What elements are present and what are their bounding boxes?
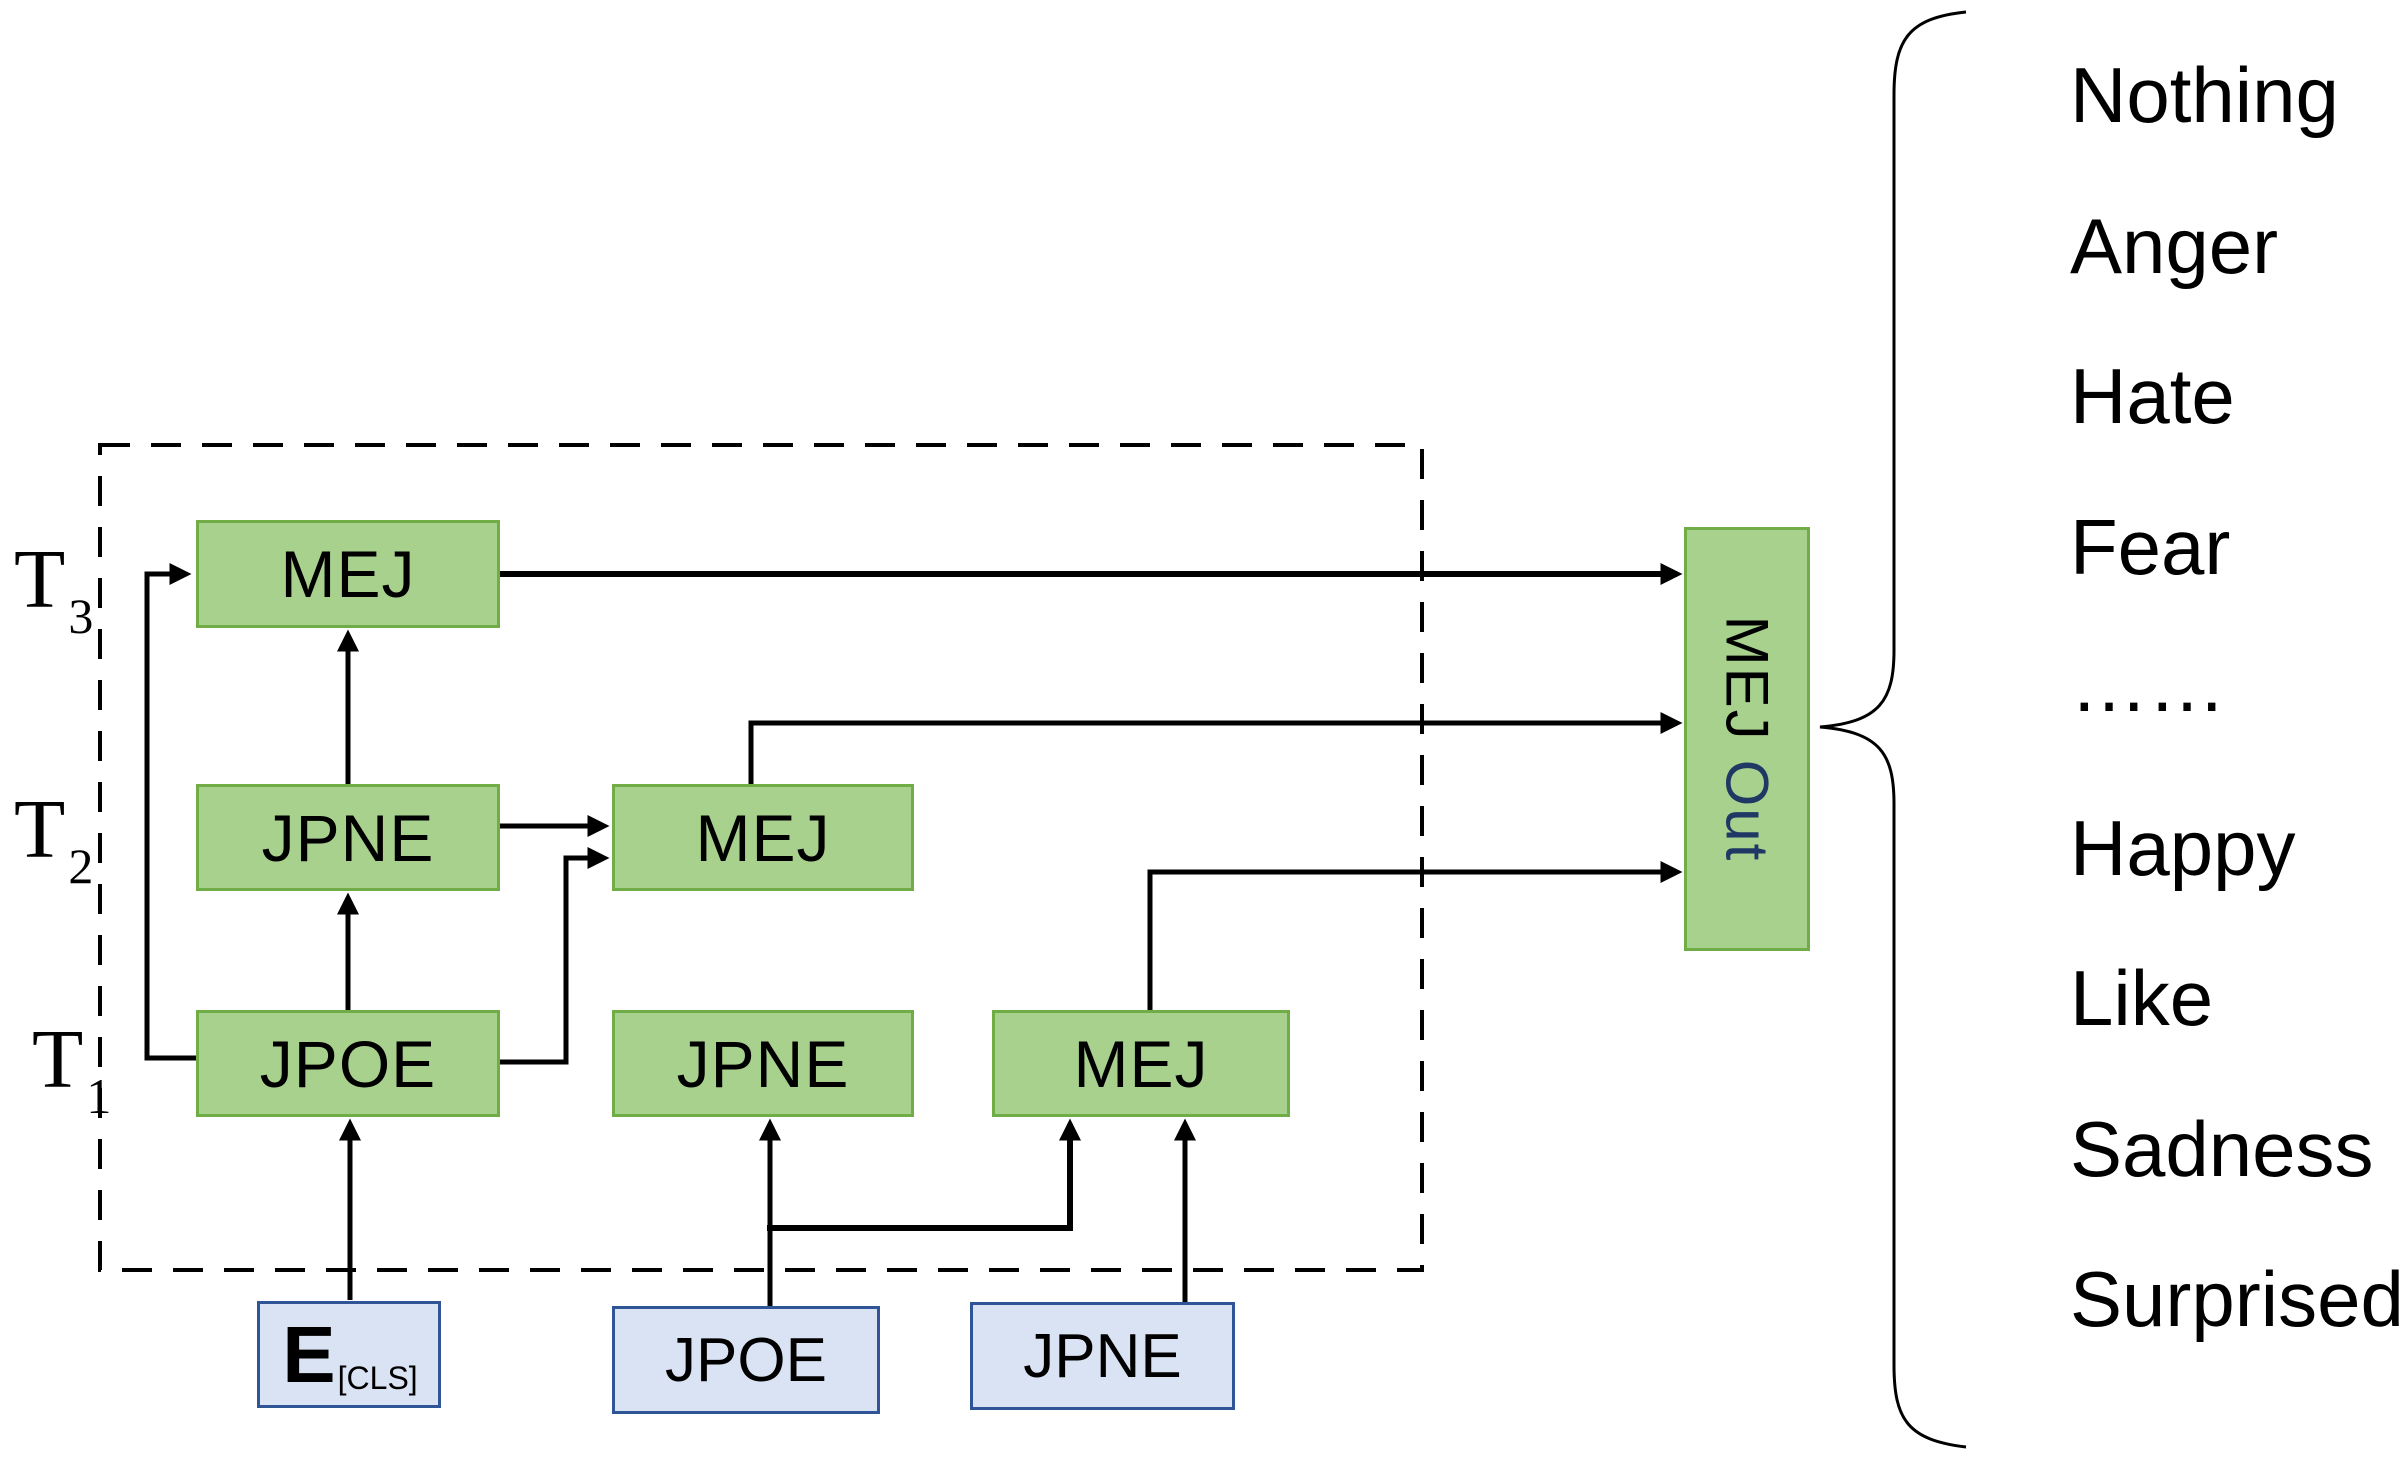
emotion-item: Like — [2070, 954, 2214, 1042]
timestep-label-t3: T3 — [14, 538, 93, 642]
timestep-sub: 1 — [86, 1068, 112, 1124]
mej-out-label: MEJ Out — [1713, 616, 1782, 863]
timestep-base: T — [14, 783, 66, 876]
emotion-item-ellipsis: …… — [2070, 640, 2226, 728]
timestep-base: T — [32, 1013, 84, 1106]
jpne-node-t2: JPNE — [196, 784, 500, 891]
input-ecls-box: E[CLS] — [257, 1301, 441, 1408]
emotion-item: Happy — [2070, 804, 2296, 892]
mej-out-box: MEJ Out — [1684, 527, 1810, 951]
connector-jpoe-t1-to-mej-t3 — [144, 563, 196, 1061]
input-jpoe-box: JPOE — [612, 1306, 880, 1414]
jpoe-node-t1: JPOE — [196, 1010, 500, 1117]
connector-mej-right-to-mej-out — [1147, 861, 1683, 1010]
emotion-item: Sadness — [2070, 1105, 2374, 1193]
emotion-item: Surprised — [2070, 1255, 2400, 1343]
timestep-label-t2: T2 — [14, 788, 93, 892]
mej-node-t3: MEJ — [196, 520, 500, 628]
ecls-subscript: [CLS] — [337, 1360, 418, 1396]
timestep-base: T — [14, 533, 66, 626]
connector-jpoe-t1-to-mej-mid — [500, 847, 610, 1065]
timestep-sub: 2 — [68, 838, 94, 894]
connector-mej-mid-to-mej-out — [748, 712, 1683, 784]
timestep-label-t1: T1 — [32, 1018, 111, 1122]
emotion-item: Nothing — [2070, 51, 2339, 139]
emotion-item: Hate — [2070, 352, 2235, 440]
mej-node-middle: MEJ — [612, 784, 914, 891]
emotion-item: Anger — [2070, 202, 2279, 290]
output-brace — [1819, 10, 1967, 1449]
mej-out-primary: MEJ — [1713, 615, 1781, 742]
dashed-region-border — [98, 443, 1424, 1272]
ecls-base: E — [282, 1309, 336, 1399]
input-jpne-box: JPNE — [970, 1302, 1235, 1410]
jpne-node-bottom: JPNE — [612, 1010, 914, 1117]
mej-out-secondary: Out — [1713, 759, 1781, 863]
emotion-item: Fear — [2070, 503, 2231, 591]
timestep-sub: 3 — [68, 588, 94, 644]
mej-node-right: MEJ — [992, 1010, 1290, 1117]
connector-jpoe-input-to-mej-right — [767, 1118, 1081, 1231]
